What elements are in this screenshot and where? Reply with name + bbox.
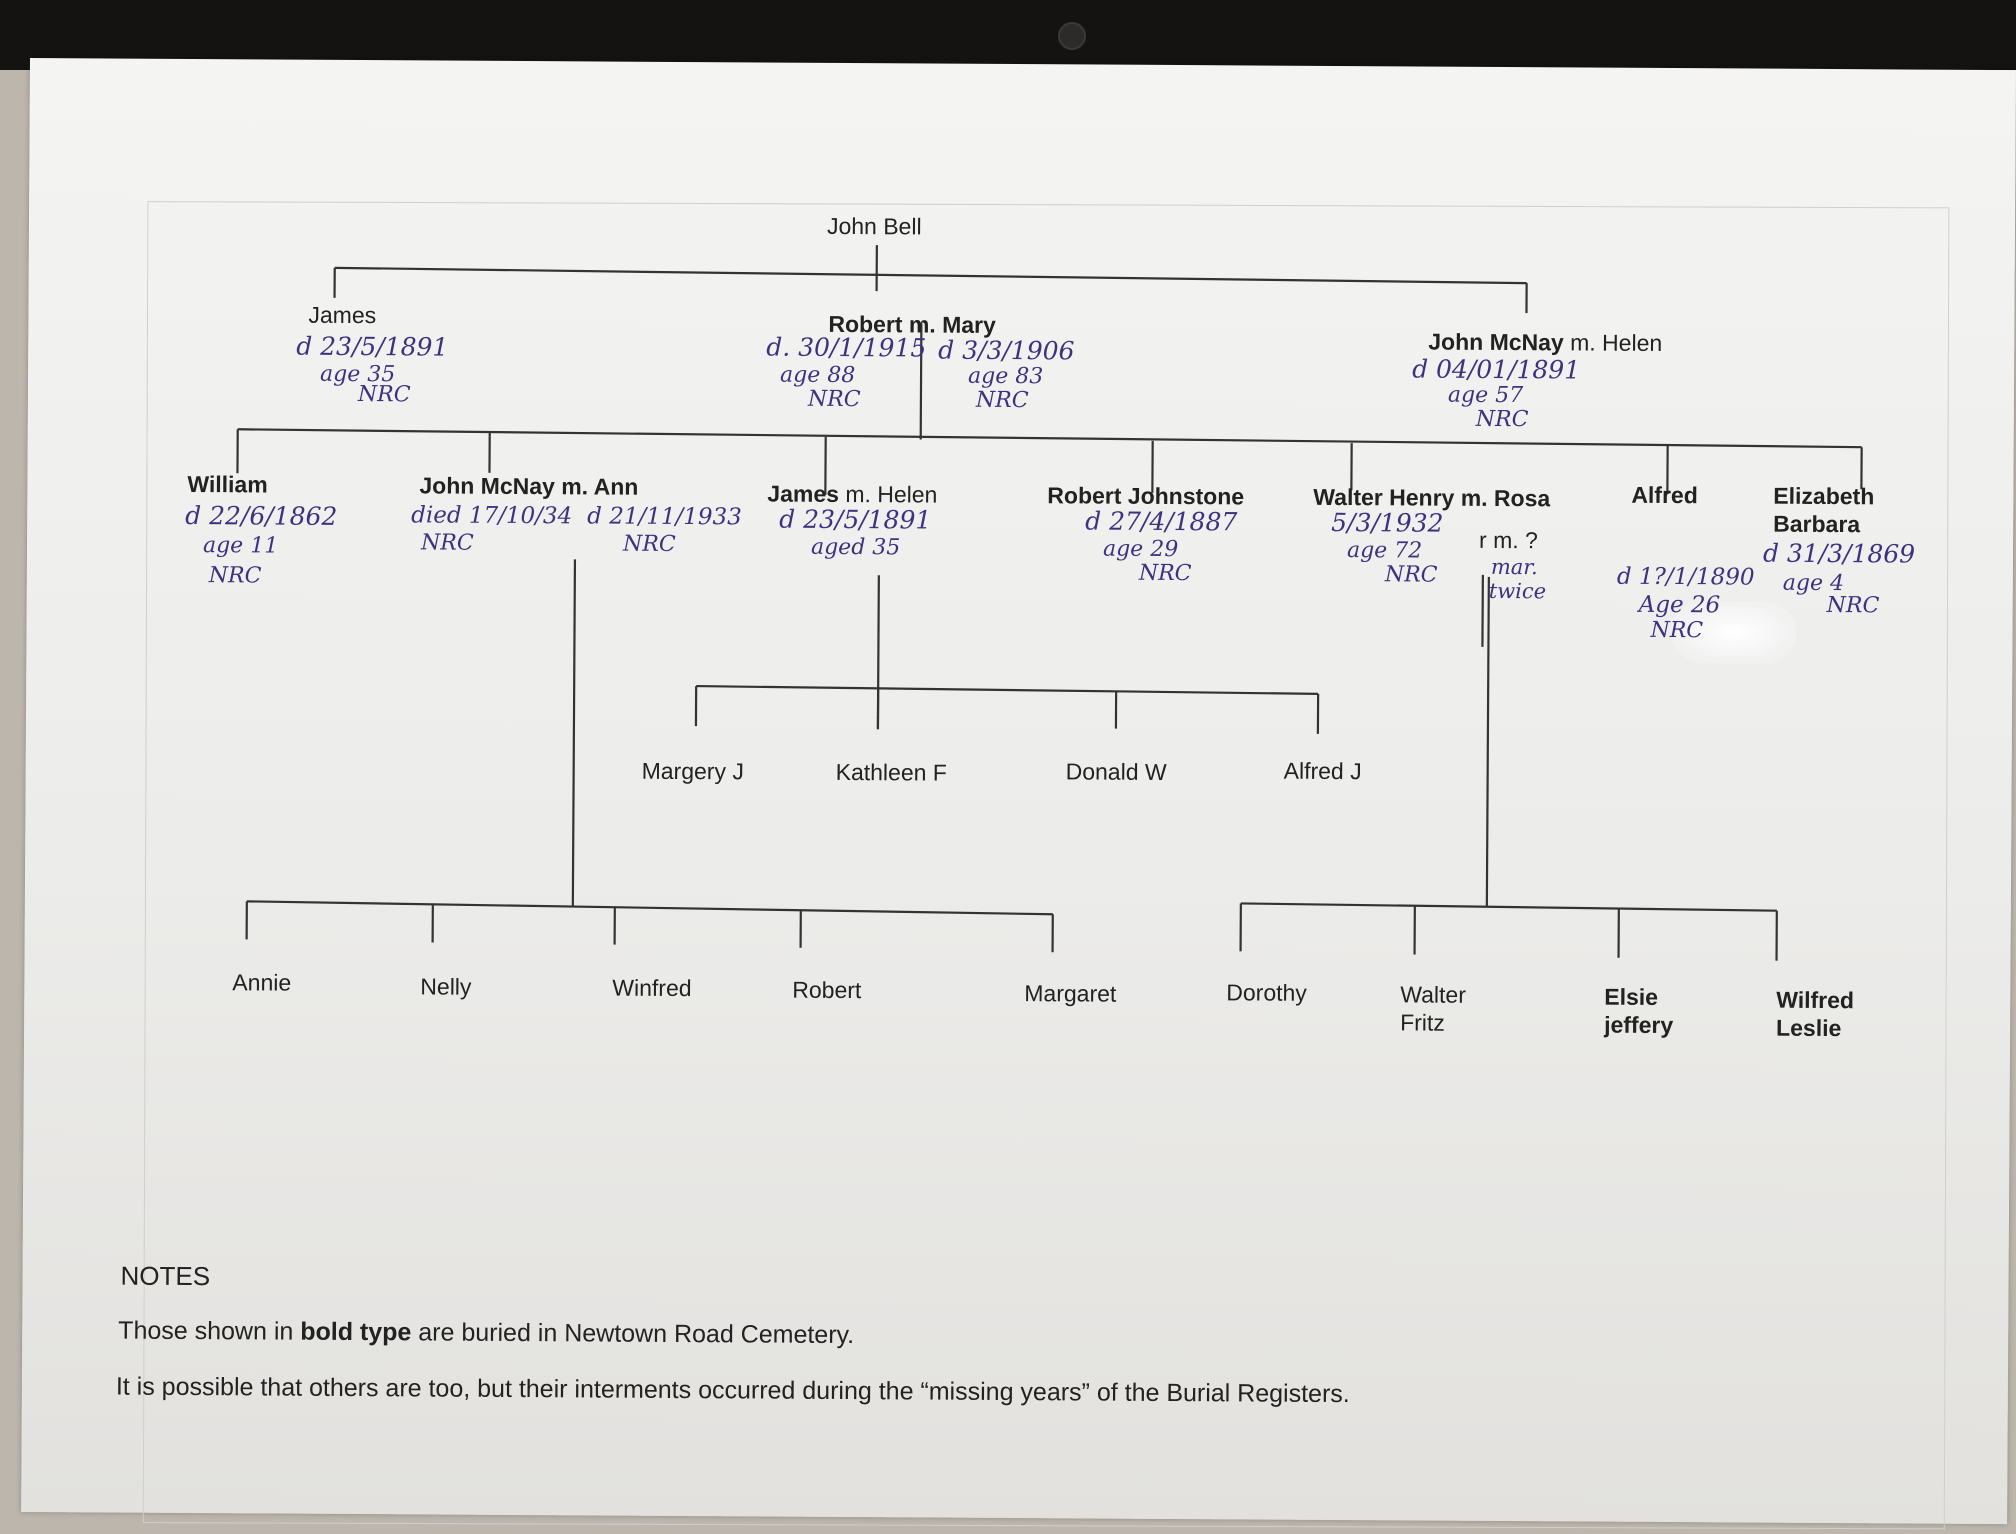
james-helen-note-age: aged 35 [811,533,900,564]
child-winfred: Winfred [612,975,691,1002]
child-alfred-j: Alfred J [1284,758,1362,785]
child-nelly: Nelly [420,973,471,1000]
william-note-nrc: NRC [209,561,262,591]
walter-remarriage-note-2: twice [1489,579,1546,603]
walter-note-nrc: NRC [1385,560,1438,590]
elizabeth-note-date: d 31/3/1869 [1763,539,1915,570]
person-james-note-nrc: NRC [358,380,411,410]
notes-line-1-post: are buried in Newtown Road Cemetery. [411,1318,854,1349]
person-alfred-name: Alfred [1631,482,1698,509]
john-ann-note-nrc: NRC [421,528,474,558]
person-james-note-date: d 23/5/1891 [296,332,448,363]
camera-lens-icon [1058,22,1086,50]
elizabeth-note-nrc: NRC [1827,591,1880,621]
john-mcnay-bold-name: John McNay [1428,329,1564,356]
james-helen-note-date: d 23/5/1891 [779,505,931,536]
robert-johnstone-note-nrc: NRC [1139,559,1192,589]
robert-note-nrc: NRC [808,385,861,415]
william-note-age: age 11 [203,531,278,561]
person-elizabeth-name-line1: Elizabeth [1773,483,1874,511]
alfred-note-date: d 1?/1/1890 [1617,562,1755,593]
walter-remarriage-label: r m. ? [1479,527,1538,554]
notes-line-1-bold: bold type [300,1318,411,1347]
child-walter-fritz-line2: Fritz [1400,1009,1445,1036]
child-robert: Robert [792,977,861,1004]
person-elizabeth-name-line2: Barbara [1773,511,1860,539]
robert-johnstone-note-date: d 27/4/1887 [1085,506,1237,537]
james-bold-name: James [767,481,839,507]
john-mcnay-note-nrc: NRC [1476,405,1529,435]
ann-note-date: d 21/11/1933 [587,501,742,532]
child-walter-fritz-line1: Walter [1400,981,1466,1008]
child-elsie-jeffery-line1: Elsie [1604,984,1658,1011]
child-donald-w: Donald W [1066,758,1167,786]
child-margaret: Margaret [1024,980,1116,1008]
person-william-name: William [187,471,267,498]
notes-heading: NOTES [120,1261,210,1293]
child-wilfred-leslie-line2: Leslie [1776,1015,1841,1042]
child-annie: Annie [232,969,291,996]
william-note-date: d 22/6/1862 [185,501,337,532]
document-paper: John Bell James d 23/5/1891 age 35 NRC R… [21,58,2016,1524]
notes-line-1: Those shown in bold type are buried in N… [118,1317,854,1350]
person-james-name: James [308,302,376,329]
helen-spouse-name: m. Helen [1564,329,1663,356]
root-person-name: John Bell [827,213,922,241]
couple-john-ann-name: John McNay m. Ann [419,472,638,500]
child-margery-j: Margery J [642,758,744,786]
child-wilfred-leslie-line1: Wilfred [1776,987,1854,1014]
walter-remarriage-note-1: mar. [1491,555,1538,579]
child-elsie-jeffery-line2: jeffery [1604,1012,1673,1039]
child-dorothy: Dorothy [1226,979,1307,1006]
walter-note-date: 5/3/1932 [1331,508,1443,539]
alfred-note-nrc: NRC [1650,616,1703,646]
ann-note-nrc: NRC [623,530,676,560]
family-tree-lines [21,58,2016,1524]
helen-spouse-name-2: m. Helen [839,481,938,508]
notes-line-1-pre: Those shown in [118,1317,300,1346]
john-ann-note-died: died 17/10/34 [411,500,572,531]
child-kathleen-f: Kathleen F [836,759,947,787]
couple-john-helen-name: John McNay m. Helen [1428,329,1662,357]
mary-note-nrc: NRC [976,386,1029,416]
robert-note-date: d. 30/1/1915 [766,333,926,364]
